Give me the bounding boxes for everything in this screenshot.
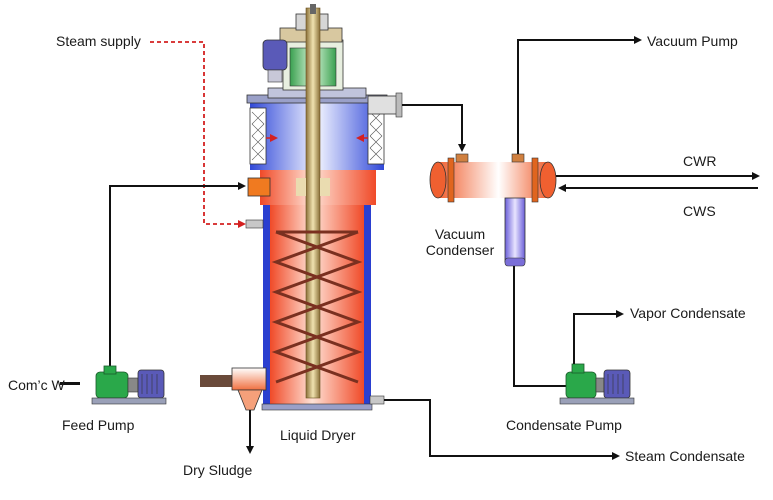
vacuum-condenser-label-line2: Condenser: [425, 242, 495, 259]
condensate-line: [513, 266, 566, 387]
liquid-dryer-label: Liquid Dryer: [280, 427, 356, 443]
steam-supply-label: Steam supply: [56, 33, 141, 49]
feed-line: [109, 182, 246, 374]
steam-condensate-label: Steam Condensate: [625, 448, 745, 464]
steam-condensate-line: [384, 399, 620, 460]
helical-ribbon: [271, 230, 363, 384]
vapor-condensate-label: Vapor Condensate: [630, 305, 746, 321]
vacuum-condenser-label: Vacuum Condenser: [420, 226, 500, 258]
cws-label: CWS: [683, 203, 716, 219]
liquid-dryer-vessel: [245, 4, 403, 411]
sludge-discharge: [200, 367, 267, 411]
vapor-line: [402, 104, 466, 152]
vacuum-condenser: [429, 153, 557, 267]
vapor-condensate-line: [573, 310, 624, 364]
condensate-pump: [559, 363, 635, 405]
vacuum-condenser-label-line1: Vacuum: [434, 226, 486, 242]
feed-pump: [60, 365, 167, 405]
feed-pump-label: Feed Pump: [62, 417, 135, 433]
dry-sludge-label: Dry Sludge: [183, 462, 253, 478]
comc-w-label: Com’c W: [8, 377, 65, 393]
cwr-label: CWR: [683, 153, 717, 169]
vacuum-pump-label: Vacuum Pump: [647, 33, 738, 49]
vacuum-pump-line: [517, 36, 642, 154]
steam-supply-line: [150, 41, 246, 228]
condensate-pump-label: Condensate Pump: [506, 417, 622, 433]
